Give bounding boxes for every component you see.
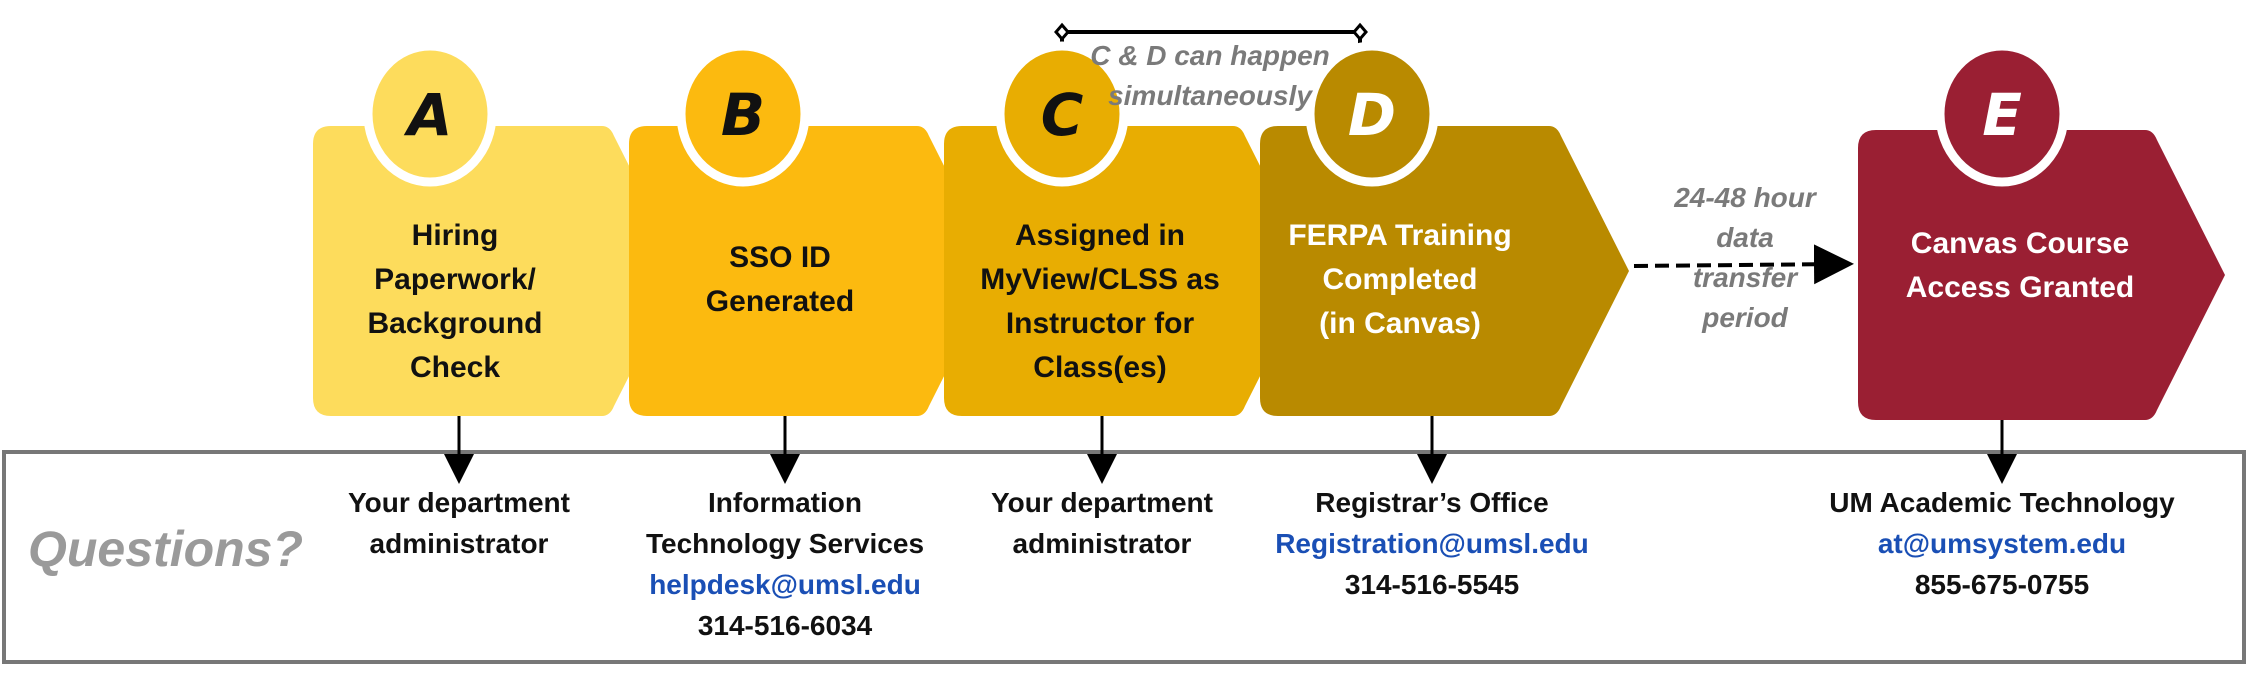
step-label-line: MyView/CLSS as xyxy=(980,263,1220,296)
contact-phone: 855-675-0755 xyxy=(1914,569,2090,600)
transfer-arrow xyxy=(1633,244,1854,285)
step-label-line: Class(es) xyxy=(1033,351,1167,384)
note-line: C & D can happen xyxy=(1090,40,1330,71)
note-line: 24-48 hour xyxy=(1674,182,1816,213)
step-label-line: Assigned in xyxy=(1014,219,1186,252)
contact-info: Your department administrator xyxy=(279,482,639,564)
contact-name: UM Academic Technology xyxy=(1829,487,2175,518)
note-line: simultaneously xyxy=(1108,80,1312,111)
step-badge-d xyxy=(1305,41,1439,187)
contact-name: Registrar’s Office xyxy=(1315,487,1549,518)
contact-email-link[interactable]: at@umsystem.edu xyxy=(1877,528,2127,559)
contact-phone: 314-516-5545 xyxy=(1344,569,1520,600)
contact-phone: 314-516-6034 xyxy=(697,610,873,641)
step-label-line: Hiring xyxy=(411,219,499,252)
step-box-d xyxy=(1260,126,1629,416)
step-box-c xyxy=(944,126,1313,416)
step-box-e xyxy=(1858,130,2225,420)
step-badge-b xyxy=(676,41,810,187)
questions-box xyxy=(2,450,2246,664)
step-letter: C xyxy=(1040,81,1084,149)
step-label-line: (in Canvas) xyxy=(1319,307,1481,340)
bracket-note: C & D can happen simultaneously xyxy=(1060,36,1360,116)
step-label-line: Check xyxy=(409,351,501,384)
contact-email-link[interactable]: helpdesk@umsl.edu xyxy=(649,569,921,600)
contact-email-link[interactable]: Registration@umsl.edu xyxy=(1275,528,1589,559)
contact-info: UM Academic Technology at@umsystem.edu 855… xyxy=(1822,482,2182,605)
step-label-line: Paperwork/ xyxy=(374,263,536,296)
contact-name: Information xyxy=(708,487,862,518)
questions-label: Questions? xyxy=(28,521,304,577)
contact-name: Your department xyxy=(348,487,570,518)
step-box-b xyxy=(629,126,997,416)
note-line: transfer xyxy=(1692,262,1798,293)
note-line: period xyxy=(1702,302,1788,333)
step-badge-e xyxy=(1935,41,2069,187)
step-label-line: SSO ID xyxy=(729,241,831,274)
step-badge-c xyxy=(995,41,1129,187)
step-letter: A xyxy=(407,81,453,149)
contact-name: Your department xyxy=(991,487,1213,518)
step-label-line: Instructor for xyxy=(1005,307,1195,340)
step-label-line: Canvas Course xyxy=(1910,227,2130,260)
contact-name: administrator xyxy=(369,528,549,559)
contact-name: Technology Services xyxy=(645,528,925,559)
step-label-line: Completed xyxy=(1322,263,1478,296)
step-label-line: Access Granted xyxy=(1905,271,2135,304)
step-label-line: Background xyxy=(367,307,543,340)
step-letter: B xyxy=(720,81,766,149)
step-badge-a xyxy=(363,41,497,187)
contact-name: administrator xyxy=(1012,528,1192,559)
step-letter: E xyxy=(1982,81,2022,149)
step-label-line: Generated xyxy=(705,285,855,318)
step-letter: D xyxy=(1347,81,1397,149)
note-line: data xyxy=(1716,222,1774,253)
contact-info: Your department administrator xyxy=(922,482,1282,564)
step-label-line: FERPA Training xyxy=(1288,219,1512,252)
step-box-a xyxy=(313,126,682,416)
step-label: SSO ID Generated xyxy=(610,236,950,324)
transfer-note: 24-48 hour data transfer period xyxy=(1640,178,1850,338)
